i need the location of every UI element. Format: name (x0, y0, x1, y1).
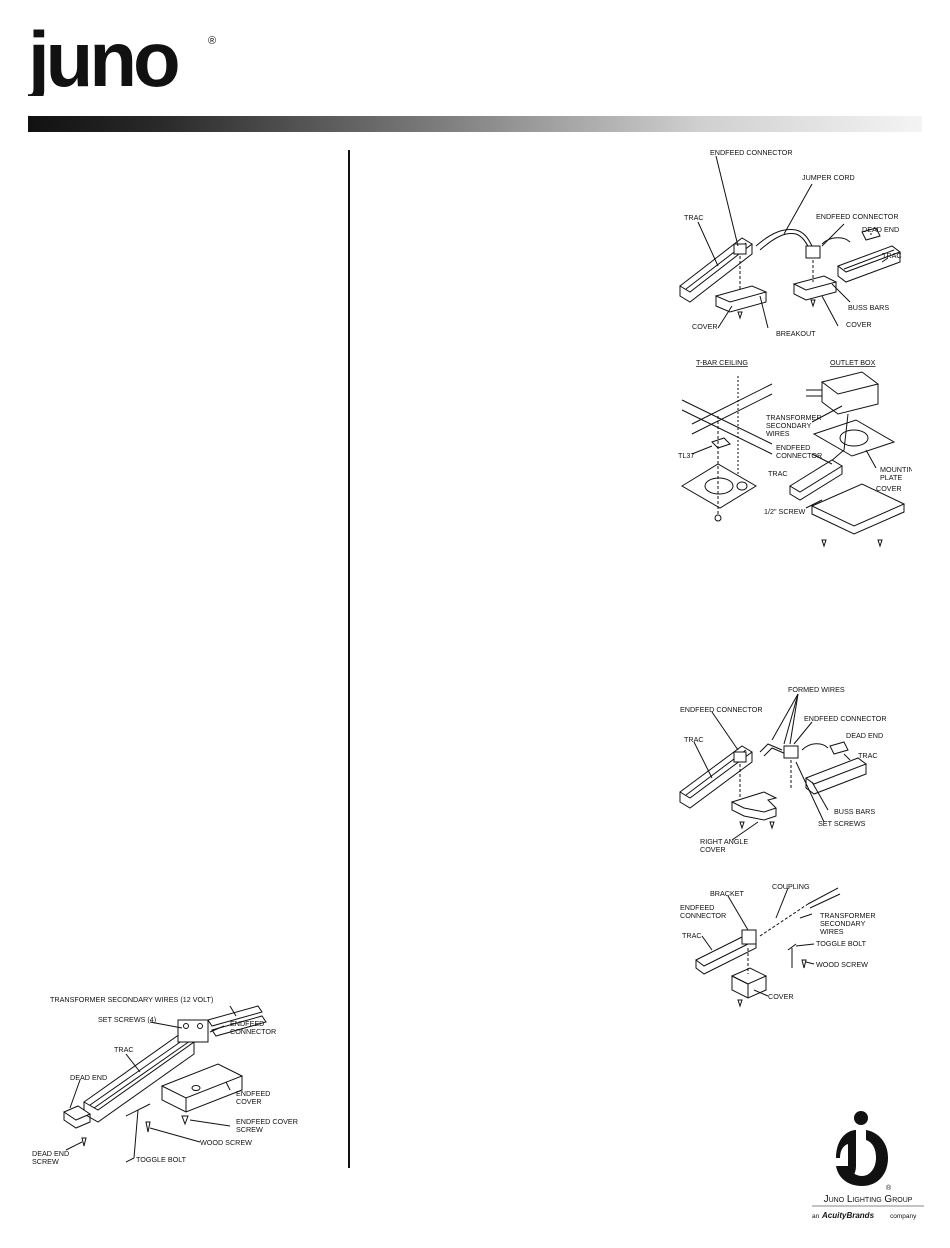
logo-text: juno (28, 16, 178, 96)
registered-mark: ® (208, 35, 216, 47)
logo-registered: ® (886, 1184, 892, 1192)
header-gradient-bar (28, 116, 922, 132)
fig1-label-cover-left: COVER (692, 322, 718, 331)
fig5-drawing (62, 1005, 267, 1163)
fig5-label-endfeed-cover-1: ENDFEED (236, 1089, 270, 1098)
fig1-label-buss-bars: BUSS BARS (848, 303, 889, 312)
fig2-label-endfeed: ENDFEED (776, 443, 810, 452)
fig2-header-outlet: OUTLET BOX (830, 358, 876, 367)
group-name: Juno Lighting Group (824, 1194, 913, 1205)
fig1-label-endfeed-connector-right: ENDFEED CONNECTOR (816, 212, 899, 221)
fig1-drawing (679, 155, 902, 329)
fig4-label-coupling: COUPLING (772, 882, 810, 891)
acuity-brands-logo: AcuityBrands (821, 1211, 875, 1220)
fig2-label-transformer: TRANSFORMER (766, 413, 822, 422)
fig5-label-dead-end-screw-2: SCREW (32, 1157, 59, 1166)
fig4-label-endfeed: ENDFEED (680, 903, 714, 912)
fig5-label-endfeed: ENDFEED (230, 1019, 264, 1028)
fig5-label-dead-end: DEAD END (70, 1073, 107, 1082)
fig5-label-transformer-wires: TRANSFORMER SECONDARY WIRES (12 VOLT) (50, 995, 213, 1004)
fig1-label-cover-right: COVER (846, 320, 872, 329)
fig2-label-mounting: MOUNTING (880, 465, 912, 474)
fig4-label-bracket: BRACKET (710, 889, 745, 898)
fig2-label-secondary: SECONDARY (766, 421, 812, 430)
logo-j-mark (836, 1130, 888, 1186)
fig5-label-toggle-bolt: TOGGLE BOLT (136, 1155, 187, 1164)
fig2-label-wires: WIRES (766, 429, 790, 438)
fig3-label-set-screws: SET SCREWS (818, 819, 866, 828)
fig1-label-trac-right: TRAC (882, 251, 902, 260)
fig3-label-dead-end: DEAD END (846, 731, 883, 740)
fig2-label-trac: TRAC (768, 469, 788, 478)
fig4-label-secondary: SECONDARY (820, 919, 866, 928)
juno-lighting-group-logo: ® Juno Lighting Group an AcuityBrands co… (812, 1111, 924, 1220)
fig2-drawing (681, 371, 906, 548)
figure-ceiling-mount: T-BAR CEILING OUTLET BOX TRANSFORMER SEC… (678, 358, 912, 548)
fig1-label-jumper-cord: JUMPER CORD (802, 173, 855, 182)
fig4-label-trac: TRAC (682, 931, 702, 940)
fig2-header-tbar: T-BAR CEILING (696, 358, 748, 367)
fig4-label-wood-screw: WOOD SCREW (816, 960, 868, 969)
fig3-label-trac-left: TRAC (684, 735, 704, 744)
fig3-label-endfeed-connector-right: ENDFEED CONNECTOR (804, 714, 887, 723)
logo-j-dot (854, 1111, 868, 1125)
fig5-label-cover: COVER (236, 1097, 262, 1106)
fig3-drawing (679, 693, 868, 841)
fig5-label-screw: SCREW (236, 1125, 263, 1134)
fig5-label-endfeed-cover-screw: ENDFEED COVER (236, 1117, 298, 1126)
fig5-label-connector: CONNECTOR (230, 1027, 276, 1036)
fig4-label-wires: WIRES (820, 927, 844, 936)
figure-formed-wires: FORMED WIRES ENDFEED CONNECTOR ENDFEED C… (679, 685, 887, 854)
fig3-label-formed-wires: FORMED WIRES (788, 685, 845, 694)
figure-transformer-connection: TRANSFORMER SECONDARY WIRES (12 VOLT) SE… (32, 995, 298, 1166)
juno-logo: juno ® (28, 16, 216, 96)
fig3-label-endfeed-connector-left: ENDFEED CONNECTOR (680, 705, 763, 714)
fig3-label-trac-right: TRAC (858, 751, 878, 760)
column-divider (348, 150, 350, 1168)
fig4-label-connector: CONNECTOR (680, 911, 726, 920)
fig3-label-right-angle: RIGHT ANGLE (700, 837, 748, 846)
fig4-label-cover: COVER (768, 992, 794, 1001)
fig4-label-transformer: TRANSFORMER (820, 911, 876, 920)
fig2-label-plate: PLATE (880, 473, 902, 482)
fig1-label-trac-left: TRAC (684, 213, 704, 222)
fig3-label-cover: COVER (700, 845, 726, 854)
figure-coupling: COUPLING BRACKET ENDFEED CONNECTOR TRANS… (680, 882, 876, 1008)
fig2-label-connector: CONNECTOR (776, 451, 822, 460)
fig2-label-half-inch-screw: 1/2" SCREW (764, 507, 806, 516)
fig2-label-tl37: TL37 (678, 451, 694, 460)
fig4-label-toggle-bolt: TOGGLE BOLT (816, 939, 867, 948)
fig5-label-set-screws: SET SCREWS (4) (98, 1015, 156, 1024)
fig2-label-cover: COVER (876, 484, 902, 493)
fig1-label-dead-end: DEAD END (862, 225, 899, 234)
fig5-label-dead-end-screw-1: DEAD END (32, 1149, 69, 1158)
fig4-drawing (695, 887, 841, 1008)
fig1-label-breakout: BREAKOUT (776, 329, 816, 338)
tagline-prefix: an (812, 1213, 820, 1220)
tagline-suffix: company (890, 1213, 917, 1220)
fig3-label-buss-bars: BUSS BARS (834, 807, 875, 816)
figure-endfeed-jumper: ENDFEED CONNECTOR JUMPER CORD ENDFEED CO… (679, 148, 902, 338)
fig5-label-trac: TRAC (114, 1045, 134, 1054)
fig5-label-wood-screw: WOOD SCREW (200, 1138, 252, 1147)
fig1-label-endfeed-connector-top: ENDFEED CONNECTOR (710, 148, 793, 157)
